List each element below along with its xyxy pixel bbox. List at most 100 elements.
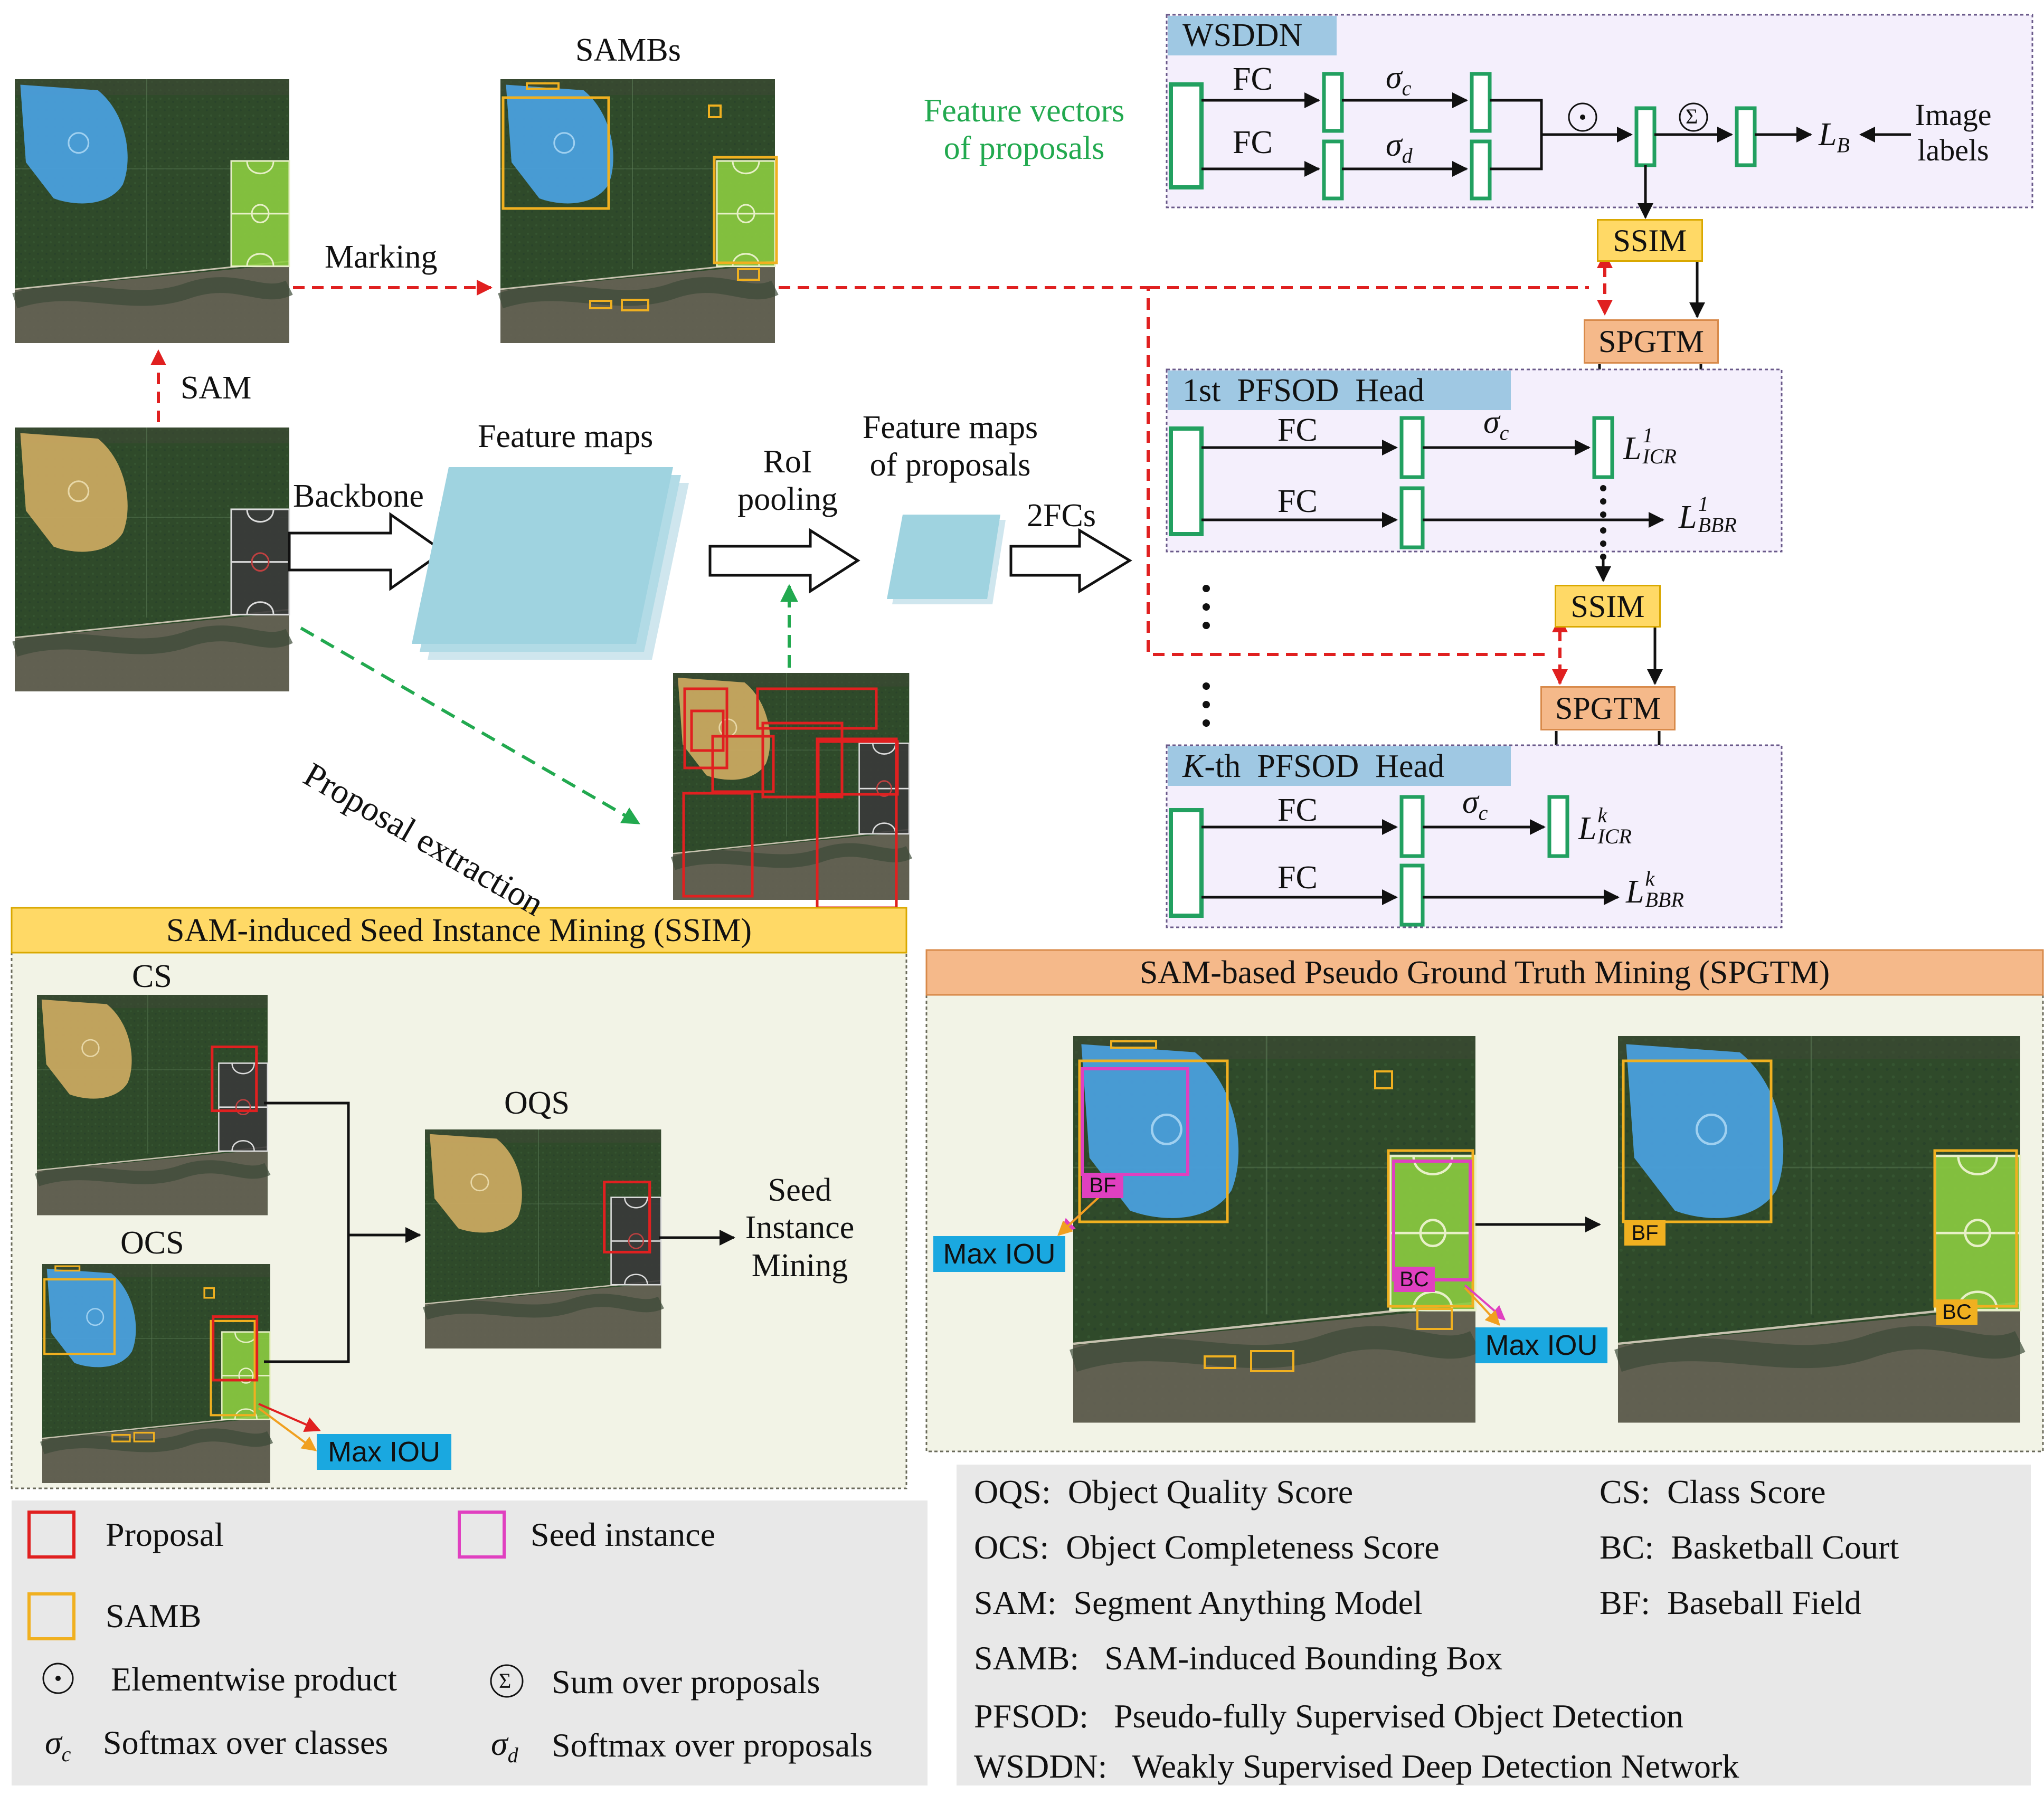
- legend-sum-symbol: Σ: [499, 1669, 512, 1693]
- spgtm-output-image: [1618, 1036, 2020, 1423]
- two-fcs-arrow: [1009, 528, 1132, 594]
- head1-input-vector: [1169, 426, 1204, 536]
- legend-samb-label: SAMB: [106, 1597, 202, 1635]
- headk-input-vector: [1169, 808, 1204, 918]
- legend-odot-icon: [42, 1663, 74, 1694]
- head1-title-bg: [1168, 371, 1511, 410]
- head1-title: 1st PFSOD Head: [1182, 373, 1425, 409]
- legend-sam: SAM: Segment Anything Model: [974, 1584, 1423, 1621]
- ssim-max-iou-tag: Max IOU: [317, 1434, 451, 1470]
- legend-proposal-swatch: [27, 1511, 75, 1559]
- headk-title: K-th PFSOD Head: [1182, 748, 1445, 784]
- head1-fc1-label: FC: [1278, 412, 1318, 448]
- spgtm-module-2: SPGTM: [1540, 686, 1676, 730]
- legend-right-panel: [957, 1465, 2031, 1785]
- legend-samb-swatch: [27, 1592, 75, 1640]
- marking-label: Marking: [325, 239, 438, 275]
- headk-fc-vector-1: [1399, 795, 1425, 858]
- head1-sigma: σc: [1483, 404, 1509, 445]
- cs-label: CS: [132, 958, 172, 994]
- wsddn-lb: LB: [1819, 117, 1850, 157]
- head1-fc-vector-1: [1399, 416, 1425, 479]
- proposal-feature-maps-block: [887, 515, 1006, 604]
- ocs-image: [42, 1264, 270, 1483]
- wsddn-sigma-d: σd: [1386, 127, 1413, 168]
- wsddn-product-vector: [1634, 106, 1657, 167]
- wsddn-sigma-c: σc: [1386, 60, 1412, 100]
- legend-cs: CS: Class Score: [1600, 1473, 1826, 1511]
- headk-title-bg: [1168, 746, 1511, 786]
- spgtm-module-1: SPGTM: [1584, 319, 1719, 364]
- legend-left-panel: [12, 1500, 928, 1785]
- ssim-panel-title: SAM-induced Seed Instance Mining (SSIM): [166, 913, 752, 948]
- legend-proposal-label: Proposal: [106, 1516, 224, 1553]
- wsddn-fc2-label: FC: [1233, 125, 1273, 160]
- legend-oqs: OQS: Object Quality Score: [974, 1473, 1354, 1511]
- headk-fc1-label: FC: [1278, 792, 1318, 828]
- legend-sigma-c-label: Softmax over classes: [103, 1724, 389, 1761]
- wsddn-fc1-label: FC: [1233, 61, 1273, 97]
- backbone-label: Backbone: [293, 478, 424, 514]
- legend-elementwise-label: Elementwise product: [111, 1660, 398, 1698]
- legend-sum-label: Sum over proposals: [552, 1663, 820, 1701]
- headk-sigma: σc: [1462, 784, 1488, 825]
- bc-seed-tag: BC: [1394, 1267, 1435, 1292]
- oqs-label: OQS: [504, 1085, 570, 1121]
- bf-pseudo-gt-box: [1622, 1059, 1773, 1223]
- wsddn-fc-vector-2: [1322, 139, 1344, 201]
- legend-samb: SAMB: SAM-induced Bounding Box: [974, 1639, 1502, 1677]
- wsddn-sum-vector: [1735, 106, 1757, 167]
- wsddn-title-bg: [1168, 16, 1337, 55]
- proposals-image: [673, 673, 909, 909]
- input-image: [15, 428, 289, 691]
- feature-maps-label: Feature maps: [478, 419, 654, 454]
- bc-output-tag: BC: [1936, 1299, 1977, 1325]
- ssim-module-1: SSIM: [1597, 219, 1703, 262]
- ocs-label: OCS: [120, 1225, 184, 1261]
- legend-sum-icon: [490, 1664, 524, 1698]
- sam-label: SAM: [181, 370, 252, 406]
- legend-sigma-d-label: Softmax over proposals: [552, 1726, 873, 1764]
- ssim-module-2: SSIM: [1555, 585, 1661, 628]
- spgtm-panel-title: SAM-based Pseudo Ground Truth Mining (SP…: [1139, 955, 1830, 991]
- spgtm-max-iou-tag-2: Max IOU: [1475, 1327, 1607, 1363]
- headk-fc-vector-2: [1399, 863, 1425, 927]
- bf-samb-box: [1078, 1059, 1229, 1223]
- wsddn-fc-vector-1: [1322, 72, 1344, 133]
- head1-fc-vector-2: [1399, 486, 1425, 549]
- legend-ocs: OCS: Object Completeness Score: [974, 1528, 1440, 1566]
- legend-wsddn: WSDDN: Weakly Supervised Deep Detection …: [974, 1747, 1739, 1785]
- headk-softmax-vector: [1547, 795, 1569, 858]
- wsddn-title: WSDDN: [1182, 17, 1303, 53]
- bc-samb-box: [1387, 1149, 1474, 1308]
- wsddn-sum-symbol: Σ: [1686, 105, 1698, 128]
- legend-sigma-d-symbol: σd: [491, 1725, 518, 1767]
- legend-seed-label: Seed instance: [531, 1516, 716, 1553]
- head1-softmax-vector: [1592, 416, 1614, 479]
- two-fcs-label: 2FCs: [1027, 498, 1096, 534]
- feature-maps-block: [412, 467, 689, 660]
- bf-seed-box: [1081, 1067, 1189, 1176]
- proposal-extraction-arrow: [300, 626, 640, 825]
- wsddn-softmax-c-vector: [1470, 72, 1492, 133]
- legend-bf: BF: Baseball Field: [1600, 1584, 1861, 1621]
- roi-pooling-arrow: [708, 528, 860, 594]
- oqs-image: [425, 1129, 661, 1348]
- spgtm-panel-title-bg: [925, 949, 2044, 996]
- wsddn-input-vector: [1169, 82, 1204, 189]
- head1-fc2-label: FC: [1278, 483, 1318, 519]
- backbone-arrow: [288, 512, 446, 591]
- ssim-panel-title-bg: [11, 907, 907, 954]
- legend-bc: BC: Basketball Court: [1600, 1528, 1899, 1566]
- legend-seed-swatch: [458, 1511, 506, 1559]
